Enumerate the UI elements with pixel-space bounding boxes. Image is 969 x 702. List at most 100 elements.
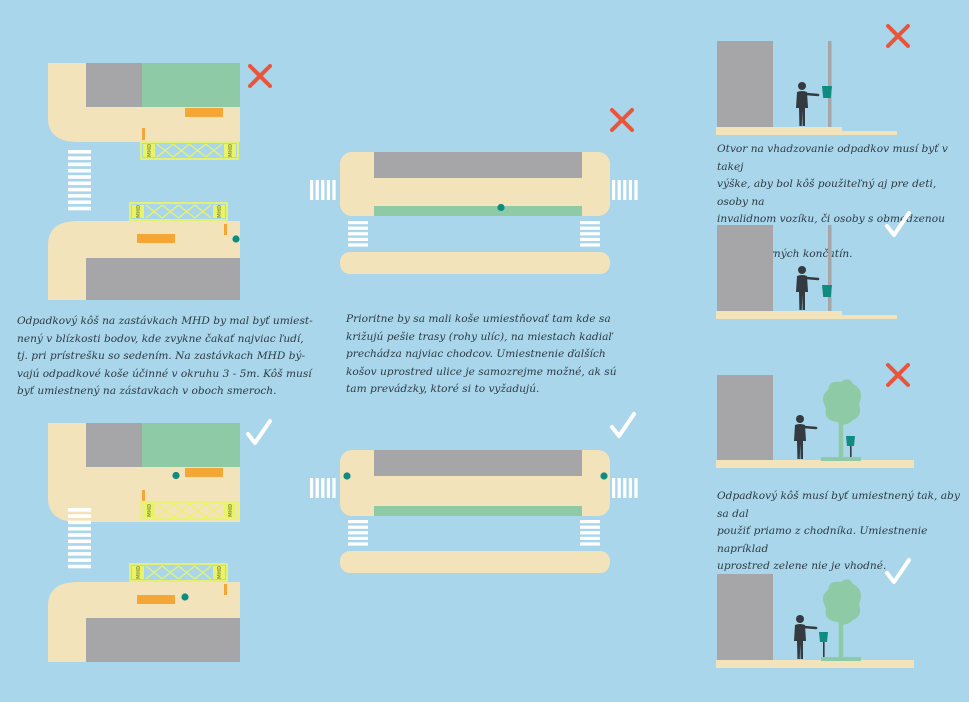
crosswalk-stripe [348,221,368,225]
waste-bin [600,472,608,480]
shelter-end [213,205,225,218]
crosswalk-stripe [326,180,330,200]
crosswalk [68,508,91,569]
crosswalk-stripe [634,478,638,498]
shelter-label: MHD [147,144,153,157]
greenery [374,506,582,516]
cross-stroke [610,108,634,132]
caption-placement: Odpadkový kôš musí byť umiestnený tak, a… [717,490,960,572]
crosswalk-stripe [580,520,600,524]
crosswalk-stripe [612,478,616,498]
crosswalk-stripe [315,180,319,200]
waste-bin [819,632,828,642]
shelter-truss [156,143,223,158]
bus-shelter: MHD MHD [140,141,239,160]
crosswalk [348,221,368,247]
shelter-end [213,566,225,579]
pole [828,41,832,127]
crosswalk-stripe [580,531,600,535]
crosswalk-stripe [348,232,368,236]
crosswalk-stripe [348,525,368,529]
crosswalk-stripe [68,514,91,518]
person-body [794,624,806,659]
crosswalk-stripe [348,237,368,241]
check-icon [610,412,636,438]
building [374,152,582,178]
tree-icon [822,579,861,658]
crosswalk-stripe [310,478,314,498]
bus-shelter: MHD MHD [129,563,228,582]
crosswalk-stripe [68,526,91,531]
crosswalk-stripe [326,478,330,498]
shelter-post [224,224,227,235]
crosswalk-stripe [321,180,325,200]
person-body [794,424,806,459]
building [374,450,582,476]
shelter-end [132,566,144,579]
placement-diagram-right [716,558,914,668]
shelter-frame [129,202,228,221]
shelter-post [224,584,227,595]
person-body [796,91,808,126]
shelter-label: MHD [228,144,234,157]
cross-stroke [886,363,910,387]
caption-bus-stop: Odpadkový kôš na zastávkach MHD by mal b… [17,315,313,397]
crosswalk-stripe [348,542,368,546]
shelter-frame [129,563,228,582]
crosswalk-stripe [580,243,600,247]
sidewalk [716,660,914,668]
building [717,574,773,660]
person-body [796,275,808,310]
greenery [821,457,861,461]
waste-bin [822,86,832,98]
check-icon [885,211,911,237]
shelter-frame [140,141,239,160]
crosswalk-stripe [68,181,91,186]
crosswalk [310,180,336,200]
crosswalk-stripe [580,237,600,241]
check-stroke [885,211,911,237]
crosswalk-stripe [310,180,314,200]
waste-bin [172,471,180,480]
shelter-label: MHD [136,566,142,579]
shelter-truss [145,565,212,580]
crosswalk-stripe [628,478,632,498]
bench [185,468,223,477]
crosswalk-stripe [623,478,627,498]
crosswalk [612,478,638,498]
crosswalk-stripe [612,180,616,200]
crosswalk-stripe [68,187,91,192]
height-diagram-wrong [716,24,910,135]
building [86,258,240,300]
person-icon [794,415,818,459]
crosswalk-stripe [68,545,91,550]
check-stroke [246,419,272,445]
shelter-truss [156,503,223,518]
crosswalk-stripe [580,221,600,225]
waste-bin [232,235,240,243]
building [86,618,240,662]
person-arm [804,276,820,281]
shelter-end [224,144,236,157]
shelter-label: MHD [228,504,234,517]
shelter-label: MHD [217,566,223,579]
crossing-diagram-right [310,412,638,573]
crosswalk-stripe [580,232,600,236]
shelter-label: MHD [217,205,223,218]
crosswalk-stripe [68,206,91,211]
cross-icon [610,108,634,132]
shelter-end [143,144,155,157]
person-head [798,82,806,90]
shelter-label: MHD [136,205,142,218]
tree-icon [822,379,861,458]
cross-stroke [248,64,272,88]
crosswalk [580,520,600,546]
check-icon [246,419,272,445]
crosswalk-stripe [332,180,336,200]
crosswalk-stripe [68,194,91,198]
building [717,41,773,127]
check-stroke [885,558,911,584]
crosswalk [580,221,600,247]
